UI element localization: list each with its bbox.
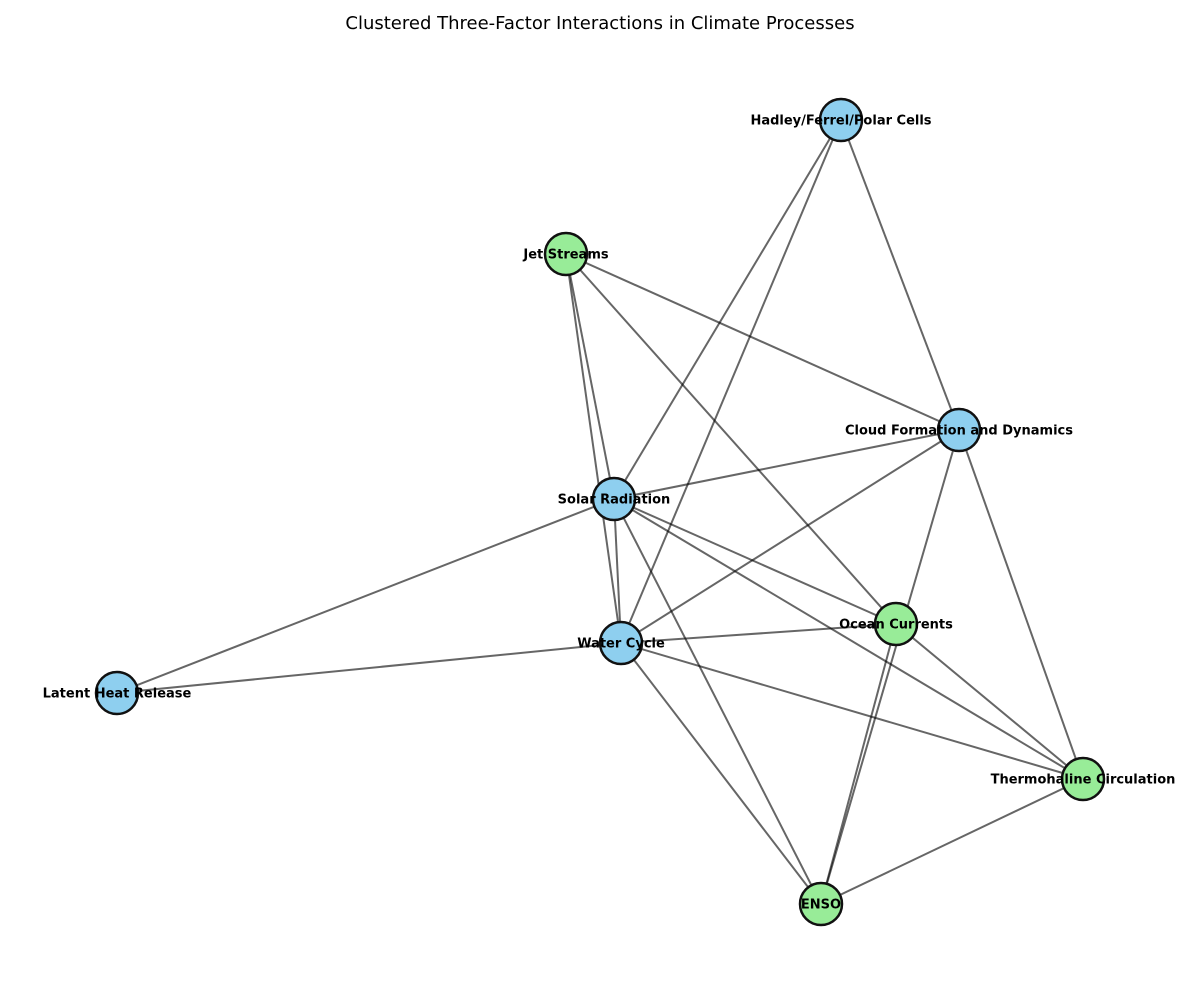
edge-cloud-solar: [613, 429, 960, 500]
edge-solar-enso: [613, 498, 822, 905]
edge-cloud-thermo: [958, 429, 1084, 780]
node-jet: [543, 231, 589, 277]
node-label-thermo: Thermohaline Circulation: [991, 773, 1176, 788]
node-label-hadley: Hadley/Ferrel/Polar Cells: [750, 114, 931, 129]
node-label-enso: ENSO: [801, 898, 841, 913]
edge-jet-solar: [565, 253, 615, 500]
edges-layer: [116, 119, 1084, 905]
node-label-latent: Latent Heat Release: [43, 687, 192, 702]
node-thermo: [1060, 756, 1106, 802]
node-latent: [94, 670, 140, 716]
edge-jet-cloud: [565, 253, 960, 431]
node-enso: [798, 881, 844, 927]
node-water: [598, 620, 644, 666]
nodes-layer: [94, 97, 1106, 927]
edge-water-enso: [620, 642, 822, 905]
edge-water-thermo: [620, 642, 1084, 780]
edge-hadley-solar: [613, 119, 842, 500]
edge-solar-thermo: [613, 498, 1084, 780]
node-label-jet: Jet Streams: [522, 248, 609, 263]
node-label-water: Water Cycle: [577, 637, 665, 652]
edge-solar-ocean: [613, 498, 897, 625]
edge-water-latent: [116, 642, 622, 694]
node-solar: [591, 476, 637, 522]
edge-hadley-water: [620, 119, 842, 644]
edge-cloud-water: [620, 429, 960, 644]
node-label-cloud: Cloud Formation and Dynamics: [845, 424, 1073, 439]
node-hadley: [818, 97, 864, 143]
edge-ocean-enso: [820, 623, 897, 905]
node-label-solar: Solar Radiation: [558, 493, 671, 508]
edge-ocean-thermo: [895, 623, 1084, 780]
edge-thermo-enso: [820, 778, 1084, 905]
edge-solar-latent: [116, 498, 615, 694]
edge-solar-water: [613, 498, 622, 644]
node-cloud: [936, 407, 982, 453]
edge-hadley-cloud: [840, 119, 960, 431]
edge-jet-water: [565, 253, 622, 644]
diagram-title: Clustered Three-Factor Interactions in C…: [345, 13, 854, 34]
node-label-ocean: Ocean Currents: [839, 618, 953, 633]
edge-cloud-enso: [820, 429, 960, 905]
node-ocean: [873, 601, 919, 647]
edge-water-ocean: [620, 623, 897, 644]
edge-jet-ocean: [565, 253, 897, 625]
